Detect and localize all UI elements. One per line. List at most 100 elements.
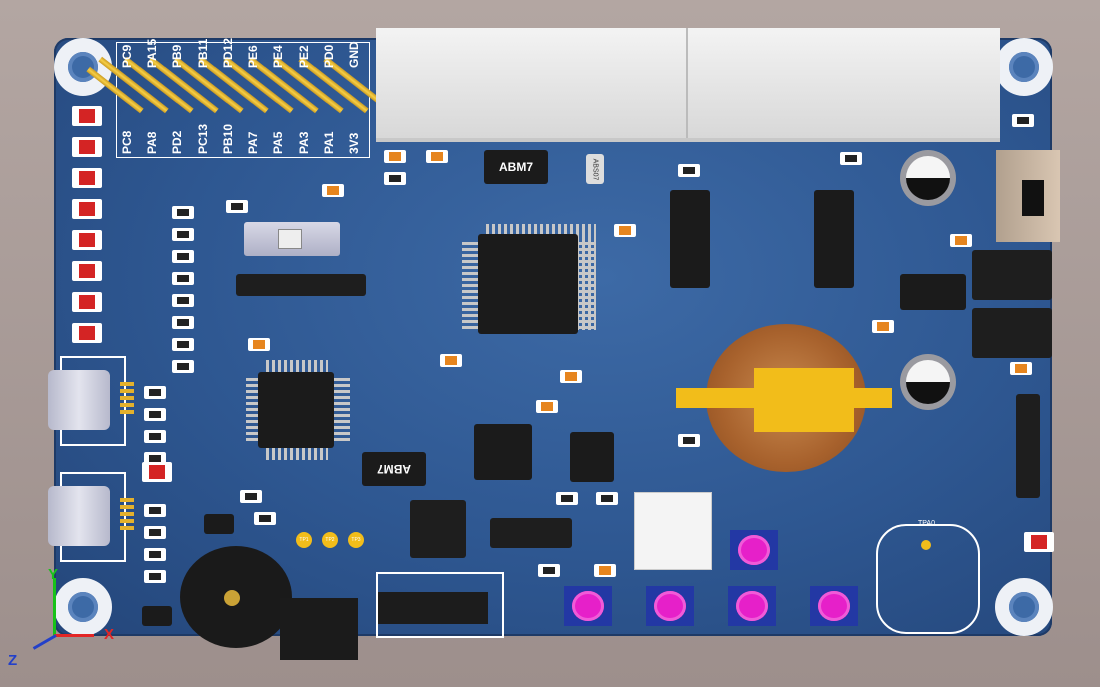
led (1024, 532, 1054, 552)
pin-label: PD12 (221, 37, 235, 68)
test-point-label: TP3 (351, 537, 361, 543)
usb-connector-icon[interactable] (48, 356, 134, 446)
led (142, 462, 172, 482)
pin-label: PA3 (297, 131, 311, 154)
pin-label: PC8 (120, 130, 134, 154)
pin-label: PA7 (246, 131, 260, 154)
capacitor (614, 224, 636, 237)
push-button-icon[interactable] (646, 586, 694, 626)
pin-header-icon (490, 518, 572, 548)
secondary-mcu (258, 372, 334, 448)
resistor (172, 316, 194, 329)
jtag-connector (376, 572, 504, 638)
resistor (144, 408, 166, 421)
push-button-icon[interactable] (728, 586, 776, 626)
led (72, 137, 102, 157)
resistor (172, 360, 194, 373)
sot-transistor (142, 606, 172, 626)
test-point-tp2: TP2 (322, 532, 338, 548)
capacitor (594, 564, 616, 577)
pin-label: PE2 (297, 45, 311, 68)
led (72, 199, 102, 219)
test-point-tp3: TP3 (348, 532, 364, 548)
pin-label: PE4 (271, 45, 285, 68)
soic-chip (814, 190, 854, 288)
mounting-hole-icon (54, 578, 112, 636)
usb-connector-icon[interactable] (48, 472, 134, 562)
crystal-label: ABM7 (376, 462, 411, 476)
axis-label-z: Z (8, 652, 18, 669)
mounting-hole-icon (995, 578, 1053, 636)
resistor (172, 206, 194, 219)
buzzer-icon (180, 546, 292, 648)
resistor (144, 548, 166, 561)
capacitor (950, 234, 972, 247)
resistor (240, 490, 262, 503)
led (72, 292, 102, 312)
led (72, 230, 102, 250)
pin-label: PD2 (170, 130, 184, 154)
pin-label: PA15 (145, 38, 159, 68)
resistor (678, 164, 700, 177)
capacitor (560, 370, 582, 383)
resistor (678, 434, 700, 447)
capacitor-icon (900, 354, 956, 410)
capacitor (248, 338, 270, 351)
gpio-header-outline (116, 42, 370, 158)
power-switch[interactable] (996, 150, 1060, 242)
small-crystal-label: ABS07 (591, 158, 599, 180)
resistor (840, 152, 862, 165)
pin-label: PA8 (145, 131, 159, 154)
resistor (172, 228, 194, 241)
pin-header-icon (410, 500, 466, 558)
capacitor (426, 150, 448, 163)
mounting-hole-icon (54, 38, 112, 96)
resistor (226, 200, 248, 213)
test-point-label: TP1 (299, 537, 309, 543)
capacitor (384, 150, 406, 163)
axis-label-x: X (104, 626, 115, 643)
slide-switch[interactable] (244, 222, 340, 256)
resistor (596, 492, 618, 505)
test-point-label: TP2 (325, 537, 335, 543)
battery-clip (754, 368, 854, 432)
axis-label-y: Y (48, 566, 59, 583)
led (72, 106, 102, 126)
resistor (172, 250, 194, 263)
resistor (254, 512, 276, 525)
pin-label: PB10 (221, 123, 235, 154)
voltage-regulator (900, 274, 966, 310)
test-point-tp1: TP1 (296, 532, 312, 548)
potentiometer[interactable] (634, 492, 712, 570)
push-button-icon[interactable] (564, 586, 612, 626)
crystal-label: ABM7 (498, 160, 533, 174)
audio-jack (280, 598, 358, 660)
pin-header-icon (972, 308, 1052, 358)
soic-chip (474, 424, 532, 480)
pcb-board: PC9 PA15 PB9 PB11 PD12 PE6 PE4 PE2 PD0 G… (48, 28, 1060, 660)
capacitor (440, 354, 462, 367)
resistor (538, 564, 560, 577)
capacitor (536, 400, 558, 413)
main-mcu (478, 234, 578, 334)
display-connector (376, 28, 1000, 142)
capacitor (872, 320, 894, 333)
push-button-icon[interactable] (730, 530, 778, 570)
capacitor (1010, 362, 1032, 375)
push-button-icon[interactable] (810, 586, 858, 626)
led (72, 168, 102, 188)
pin-label: PC13 (196, 123, 210, 154)
resistor (172, 294, 194, 307)
pin-label: PD0 (322, 44, 336, 68)
resistor (172, 272, 194, 285)
pin-header-icon (1016, 394, 1040, 498)
capacitor-icon (900, 150, 956, 206)
resistor (384, 172, 406, 185)
pin-label: 3V3 (347, 132, 361, 154)
pin-label: PA1 (322, 131, 336, 154)
crystal: ABM7 (362, 452, 426, 486)
pin-label: PB9 (170, 44, 184, 68)
led (72, 261, 102, 281)
soic-chip (570, 432, 614, 482)
